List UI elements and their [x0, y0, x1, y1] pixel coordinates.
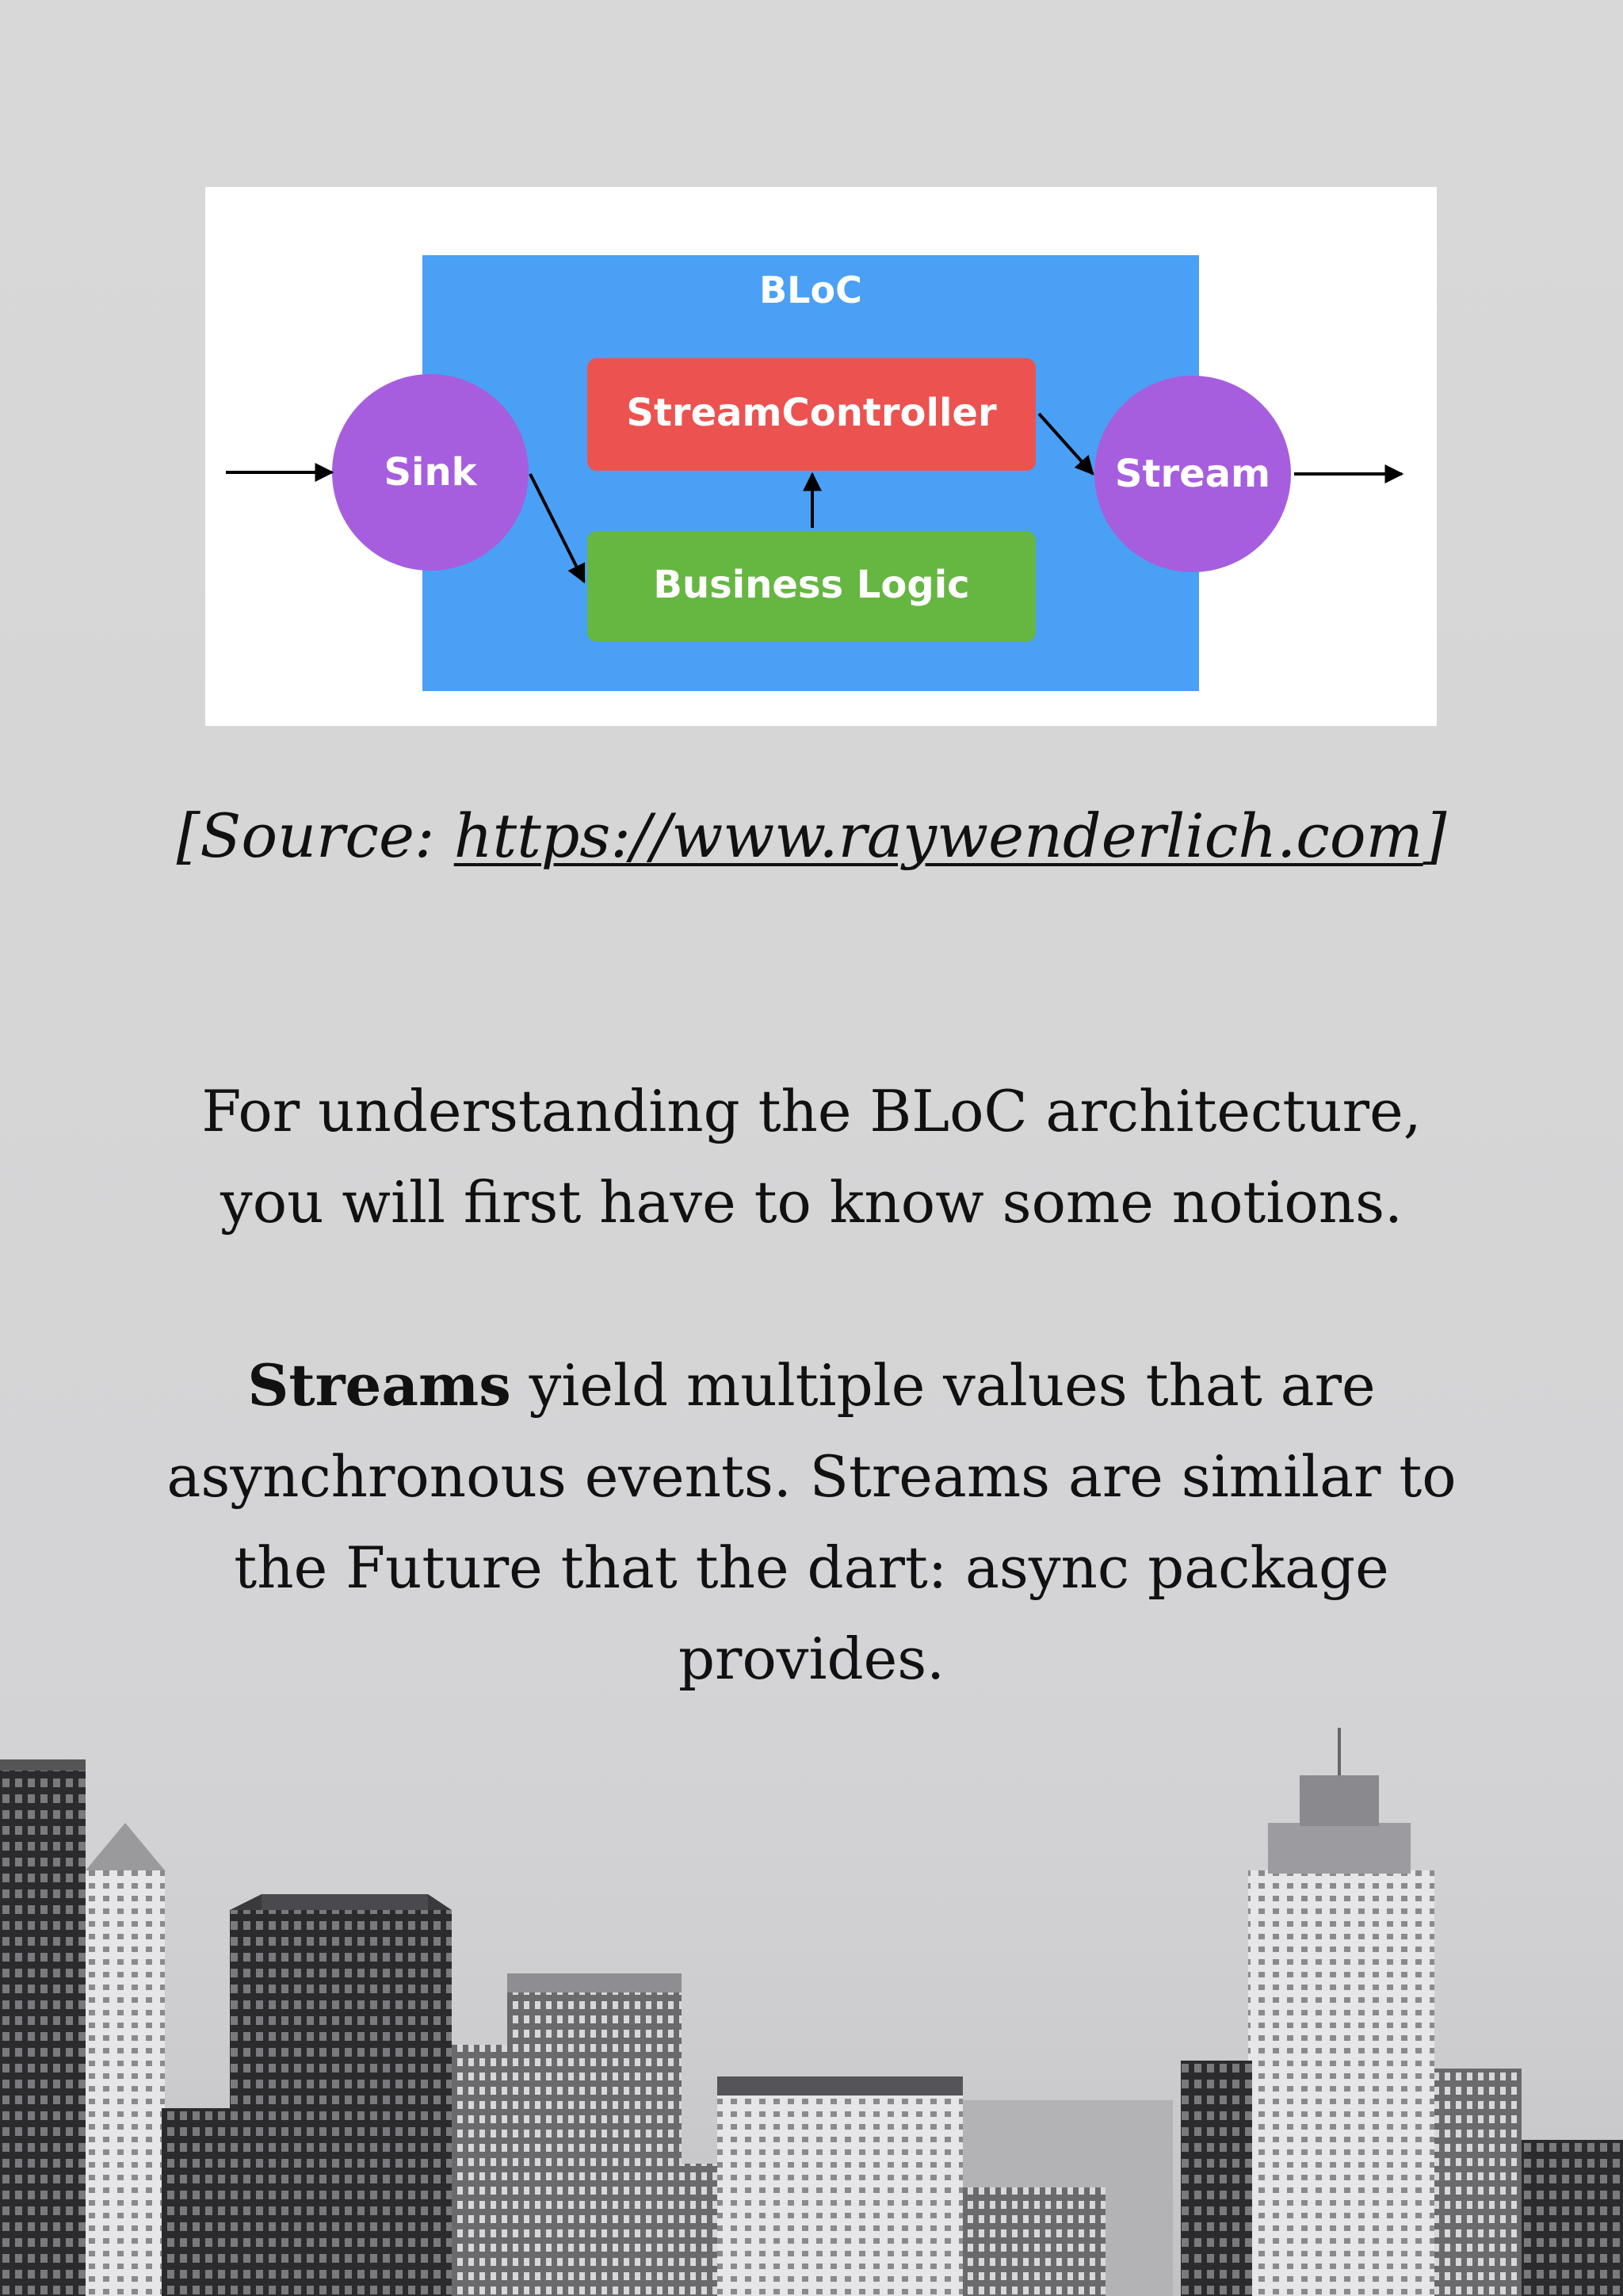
- stream-controller-label: StreamController: [626, 391, 997, 435]
- city-skyline-image: [0, 1728, 1623, 2296]
- streams-term: Streams: [247, 1351, 511, 1419]
- sink-to-logic-arrow: [529, 473, 586, 584]
- source-link[interactable]: https://www.raywenderlich.com: [453, 800, 1423, 871]
- stream-node: [1094, 376, 1291, 572]
- intro-line-2: you will first have to know some notions…: [220, 1169, 1403, 1236]
- streams-line-1-rest: yield multiple values that are: [510, 1352, 1376, 1419]
- bloc-diagram: BLoC StreamController Business Logic Sin…: [205, 187, 1437, 726]
- sink-label: Sink: [384, 450, 477, 495]
- streams-paragraph: Streams yield multiple values that are a…: [143, 1339, 1480, 1705]
- sink-node: [332, 374, 529, 571]
- streams-line-4: provides.: [678, 1626, 945, 1692]
- streams-line-2: asynchronous events. Streams are similar…: [166, 1443, 1457, 1510]
- caption-prefix: [Source:: [176, 800, 454, 871]
- intro-paragraph: For understanding the BLoC architecture,…: [143, 1066, 1480, 1248]
- intro-line-1: For understanding the BLoC architecture,: [201, 1078, 1422, 1144]
- stream-controller-box: [587, 358, 1036, 471]
- bloc-diagram-svg: BLoC StreamController Business Logic Sin…: [226, 255, 1404, 691]
- source-caption: [Source: https://www.raywenderlich.com]: [0, 793, 1623, 880]
- business-logic-box: [587, 531, 1036, 642]
- bloc-container-label: BLoC: [759, 269, 862, 311]
- stream-label: Stream: [1115, 452, 1270, 496]
- caption-suffix: ]: [1423, 800, 1447, 871]
- controller-to-stream-arrow: [1037, 412, 1094, 476]
- streams-line-1: Streams yield multiple values that are: [143, 1339, 1480, 1431]
- skyline-svg: [0, 1728, 1623, 2296]
- streams-line-3: the Future that the dart: async package: [234, 1534, 1389, 1601]
- business-logic-label: Business Logic: [653, 563, 969, 607]
